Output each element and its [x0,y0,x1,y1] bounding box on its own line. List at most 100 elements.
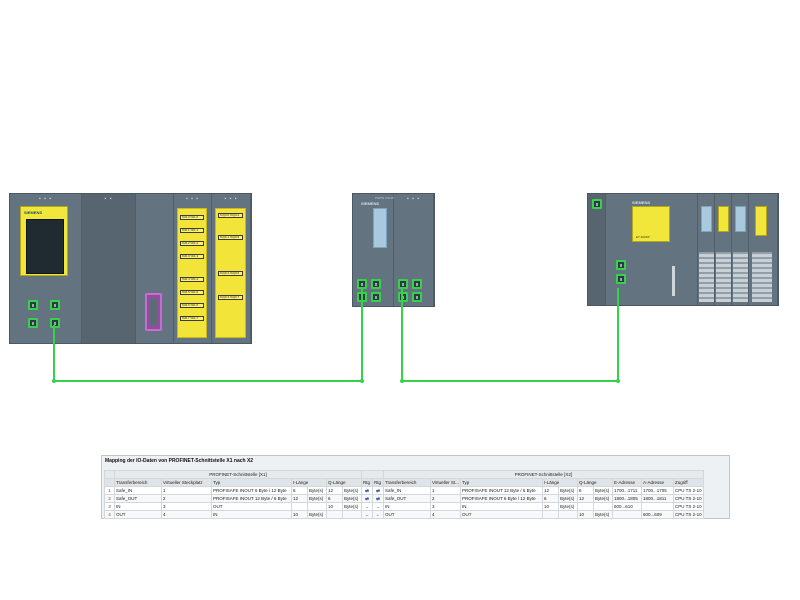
column-header[interactable]: Q-Länge [326,478,362,487]
cell[interactable]: 1700...1711 [612,486,642,495]
cell[interactable] [593,502,613,511]
io-module-2[interactable] [715,194,732,305]
interface-module[interactable] [136,194,174,343]
cell[interactable]: 2 [161,494,212,503]
column-header[interactable]: Virtueller Steckplatz [161,478,212,487]
cell[interactable]: 2 [430,494,461,503]
cell[interactable]: Byte(s) [593,494,613,503]
cell[interactable]: PROFISAFE INOUT 12 Byte / 6 Byte [211,494,292,503]
cell[interactable]: Byte(s) [593,486,613,495]
column-header[interactable]: E-Adresse [612,478,642,487]
cell[interactable]: IN [211,510,292,519]
column-header[interactable]: I-Länge [542,478,578,487]
network-cable-segment[interactable] [617,288,619,382]
power-module[interactable]: ▪ ▪ [82,194,136,343]
bus-adapter-port[interactable] [592,199,602,209]
cell[interactable]: PROFISAFE INOUT 6 Byte / 12 Byte [211,486,292,495]
coupler-module-x1[interactable]: SIEMENS PN/PN COUPLER [353,194,400,306]
cpu-port-x1-p1[interactable] [28,300,38,310]
cell[interactable]: 4 [161,510,212,519]
cell[interactable]: PROFISAFE INOUT 12 Byte / 6 Byte [460,486,543,495]
cpu-port-x2-p1[interactable] [28,318,38,328]
column-header[interactable]: Rtg [361,478,373,487]
cell[interactable]: IN [114,502,162,511]
column-header[interactable]: Q-Länge [577,478,613,487]
column-header[interactable]: I-Länge [291,478,327,487]
cell[interactable]: CPU TS 2-10 [673,510,704,519]
cell[interactable] [641,502,674,511]
cell[interactable]: 600...609 [641,510,674,519]
coupler-x2-port-p2[interactable] [412,279,422,289]
et200-port-p1[interactable] [616,260,626,270]
cell[interactable] [612,510,642,519]
cell[interactable]: 10 [291,510,308,519]
column-header[interactable]: Rtg [372,478,384,487]
network-cable-segment[interactable] [401,288,403,382]
coupler-module-x2[interactable]: ▪ ▪ ▪ [394,194,434,306]
cpu-module[interactable]: ▪ ▪ ▪ SIEMENS [10,194,82,343]
column-header[interactable]: Zugriff [673,478,704,487]
cell[interactable]: OUT [211,502,292,511]
network-cable-segment[interactable] [361,288,363,382]
cell[interactable]: 1 [161,486,212,495]
column-header[interactable]: Typ [211,478,292,487]
column-header[interactable]: Virtueller St... [430,478,461,487]
cell[interactable]: 1 [430,486,461,495]
cell[interactable]: 10 [326,502,343,511]
cell[interactable]: 1800...1811 [641,494,674,503]
cell[interactable]: 12 [577,494,594,503]
cell[interactable]: OUT [383,510,431,519]
coupler-x2-port-p1[interactable] [398,279,408,289]
cell[interactable]: OUT [114,510,162,519]
cell[interactable] [577,502,594,511]
cell[interactable]: Byte(s) [307,486,327,495]
dq-module[interactable]: ▪ ▪ ▪ %Q0.0 %Q0.4 %Q0.1 %Q0.5 %Q0.2 %Q0.… [212,194,251,343]
cpu-port-x2-p2[interactable] [50,318,60,328]
bus-adapter-module[interactable] [588,194,606,305]
column-header[interactable]: Transferbereich [383,478,431,487]
cell[interactable]: Safe_IN [114,486,162,495]
cell[interactable]: CPU TS 2-10 [673,486,704,495]
column-header[interactable]: A-Adresse [641,478,674,487]
cell[interactable]: Safe_IN [383,486,431,495]
cell[interactable]: Byte(s) [558,486,578,495]
cell[interactable]: Byte(s) [342,502,362,511]
cell[interactable] [558,510,578,519]
cell[interactable]: 6 [577,486,594,495]
cell[interactable]: 3 [430,502,461,511]
table-row[interactable]: 2 Safe_OUT 2 PROFISAFE INOUT 12 Byte / 6… [104,494,704,503]
cell[interactable]: IN [460,502,543,511]
et200-port-p2[interactable] [616,274,626,284]
right-io-station[interactable]: SIEMENS ET 200SP [587,193,779,306]
cell[interactable]: 12 [291,494,308,503]
cell[interactable]: 1800...1805 [612,494,642,503]
cell[interactable] [291,502,308,511]
cell[interactable]: Safe_OUT [114,494,162,503]
pn-pn-coupler[interactable]: SIEMENS PN/PN COUPLER ▪ ▪ ▪ [352,193,435,307]
network-cable-segment[interactable] [401,380,619,382]
network-cable-segment[interactable] [53,325,55,382]
cell[interactable] [326,510,343,519]
table-row[interactable]: 3 IN 3 OUT 10 Byte(s) → → IN 3 IN 10 Byt… [104,502,704,511]
cell[interactable]: IN [383,502,431,511]
cell[interactable]: 6 [542,494,559,503]
cell[interactable]: 6 [291,486,308,495]
coupler-x1-port-p2[interactable] [371,279,381,289]
cell[interactable]: 3 [161,502,212,511]
coupler-x1-port-p4[interactable] [371,292,381,302]
cell[interactable]: 6 [326,494,343,503]
cell[interactable]: 12 [542,486,559,495]
cell[interactable]: 600...610 [612,502,642,511]
table-row[interactable]: 4 OUT 4 IN 10 Byte(s) ← ← OUT 4 OUT 10 B… [104,510,704,519]
cell[interactable]: Byte(s) [342,486,362,495]
cell[interactable]: Byte(s) [342,494,362,503]
sub-d-connector[interactable] [145,293,162,331]
column-header[interactable]: Transferbereich [114,478,162,487]
cell[interactable]: Byte(s) [307,510,327,519]
left-plc-station[interactable]: ▪ ▪ ▪ SIEMENS ▪ ▪ ▪ ▪ ▪ %I0.0 %I1.0 %I0.… [9,193,252,344]
coupler-x2-port-p3[interactable] [398,292,408,302]
cpu-port-x1-p2[interactable] [50,300,60,310]
cell[interactable]: Byte(s) [558,502,578,511]
cell[interactable]: 10 [577,510,594,519]
cell[interactable]: 10 [542,502,559,511]
